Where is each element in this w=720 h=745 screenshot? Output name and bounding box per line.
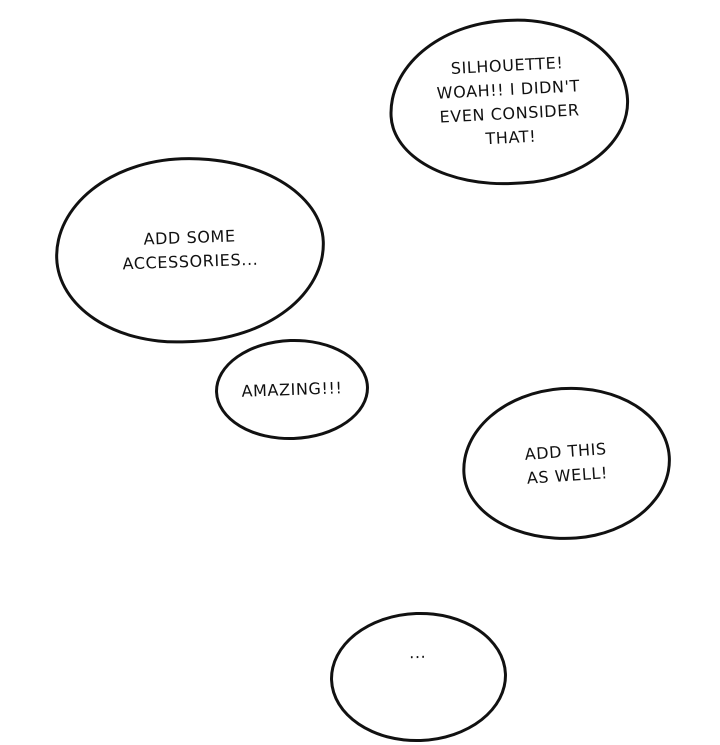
speech-bubble-amazing: AMAZING!!!: [213, 336, 371, 443]
speech-bubble-add-this: ADD THIS AS WELL!: [456, 379, 677, 548]
comic-panel: SILHOUETTE! WOAH!! I DIDN'T EVEN CONSIDE…: [51, 12, 677, 745]
speech-bubble-ellipsis: ...: [327, 608, 510, 745]
speech-bubble-text: AMAZING!!!: [241, 377, 343, 401]
speech-bubble-text: ...: [408, 642, 427, 663]
speech-bubble-text: ADD SOME ACCESSORIES...: [122, 226, 259, 274]
speech-bubble-accessories: ADD SOME ACCESSORIES...: [51, 152, 329, 348]
speech-bubble-text: ADD THIS AS WELL!: [523, 438, 609, 488]
speech-bubble-text: SILHOUETTE! WOAH!! I DIDN'T EVEN CONSIDE…: [436, 53, 581, 149]
speech-bubble-silhouette: SILHOUETTE! WOAH!! I DIDN'T EVEN CONSIDE…: [384, 12, 634, 192]
